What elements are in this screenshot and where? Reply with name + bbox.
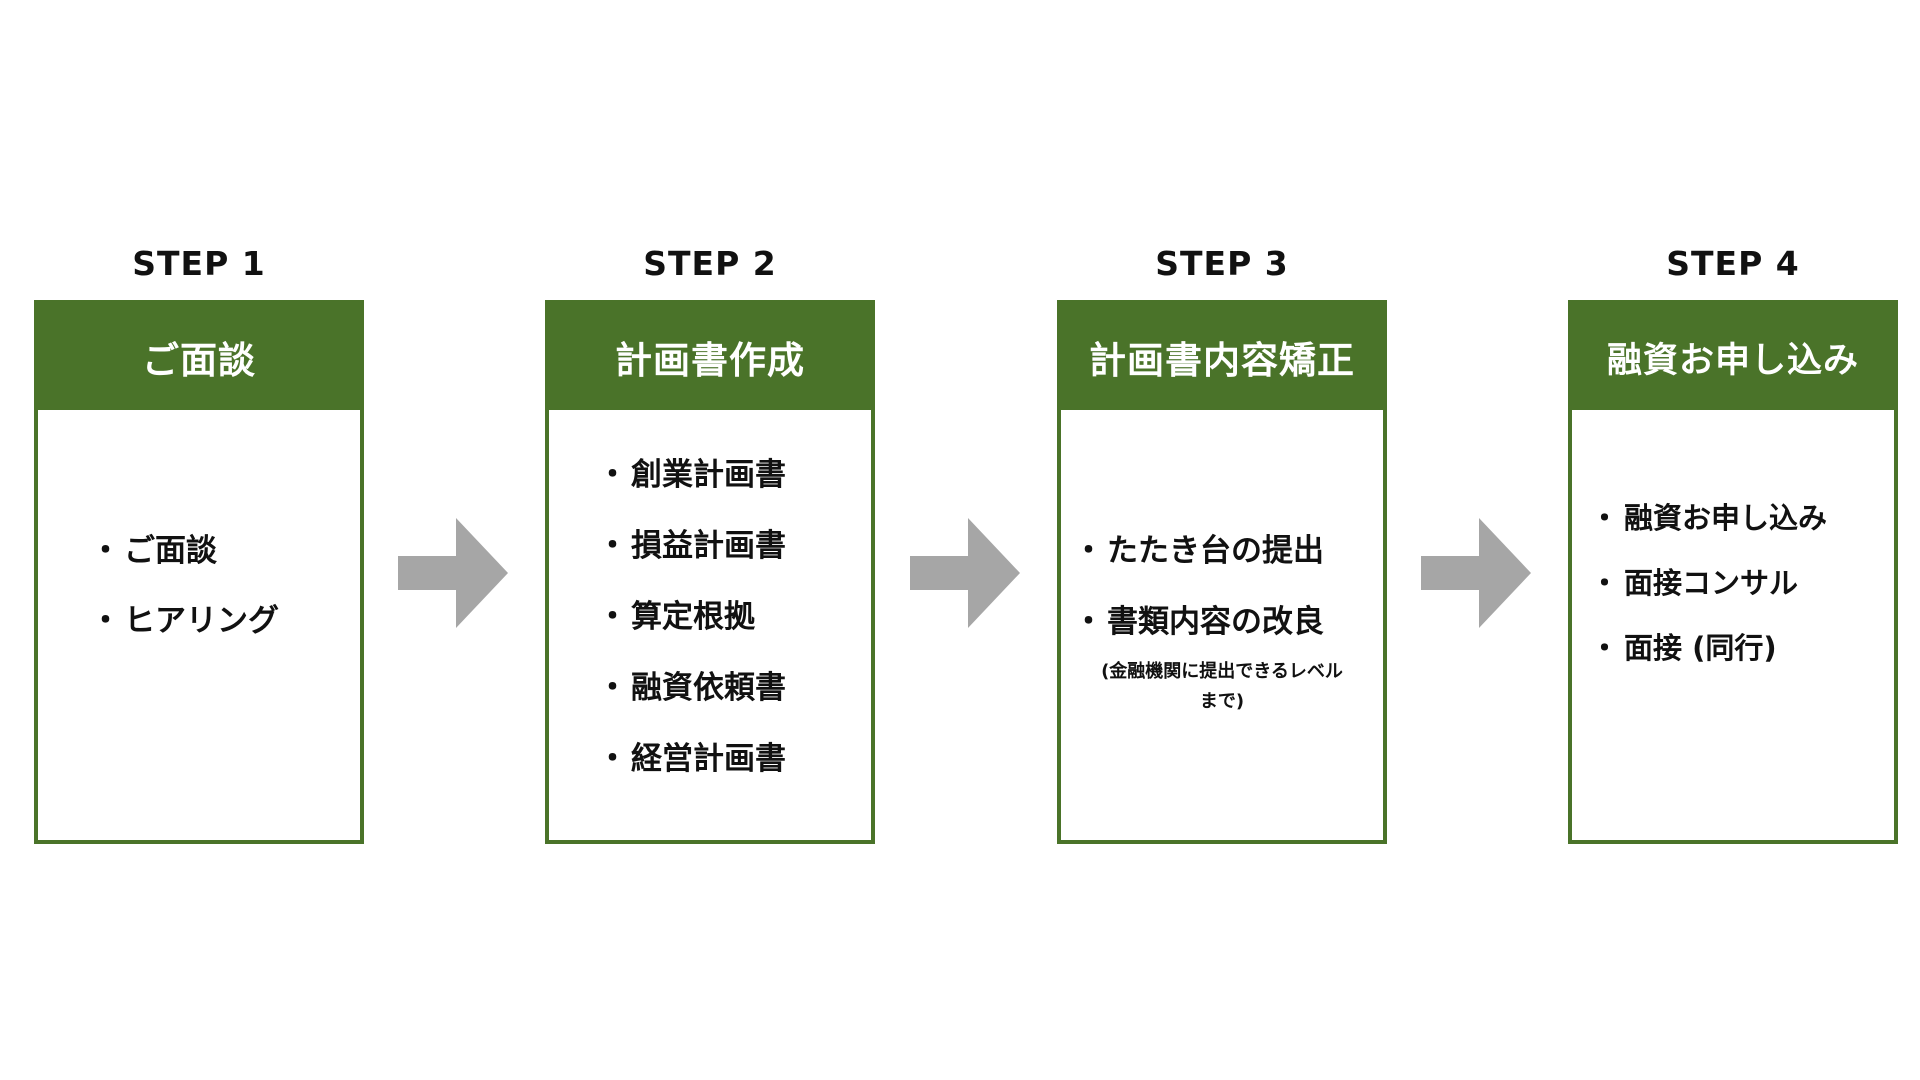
list-item: 融資お申し込み <box>1590 486 1827 551</box>
step-3-note-line-2: まで) <box>1199 691 1245 712</box>
step-2-label: STEP 2 <box>643 244 777 283</box>
list-item: 面接 (同行) <box>1590 616 1827 681</box>
list-item: 面接コンサル <box>1590 551 1827 616</box>
list-item: 損益計画書 <box>597 511 786 582</box>
step-2-title: 計画書作成 <box>549 304 871 410</box>
arrow-right-icon <box>910 518 1020 628</box>
list-item: 経営計画書 <box>597 724 786 795</box>
step-1-box: ご面談 ご面談 ヒアリング <box>34 300 364 844</box>
step-4-list: 融資お申し込み 面接コンサル 面接 (同行) <box>1590 486 1827 681</box>
list-item: たたき台の提出 <box>1073 516 1324 587</box>
arrow-right-icon <box>398 518 508 628</box>
step-3-note: (金融機関に提出できるレベル まで) <box>1061 657 1383 717</box>
list-item: 融資依頼書 <box>597 653 786 724</box>
step-2-list: 創業計画書 損益計画書 算定根拠 融資依頼書 経営計画書 <box>597 440 786 795</box>
step-4-label: STEP 4 <box>1666 244 1800 283</box>
step-3-box: 計画書内容矯正 たたき台の提出 書類内容の改良 (金融機関に提出できるレベル ま… <box>1057 300 1387 844</box>
step-4-body: 融資お申し込み 面接コンサル 面接 (同行) <box>1572 410 1894 840</box>
list-item: 創業計画書 <box>597 440 786 511</box>
list-item: 書類内容の改良 <box>1073 587 1324 658</box>
list-item: 算定根拠 <box>597 582 786 653</box>
step-1-title: ご面談 <box>38 304 360 410</box>
step-3-list: たたき台の提出 書類内容の改良 <box>1073 516 1324 658</box>
step-1-body: ご面談 ヒアリング <box>38 410 360 840</box>
step-1-list: ご面談 ヒアリング <box>90 516 279 656</box>
step-4-box: 融資お申し込み 融資お申し込み 面接コンサル 面接 (同行) <box>1568 300 1898 844</box>
step-2-body: 創業計画書 損益計画書 算定根拠 融資依頼書 経営計画書 <box>549 410 871 840</box>
step-3-note-line-1: (金融機関に提出できるレベル <box>1101 661 1343 682</box>
arrow-right-icon <box>1421 518 1531 628</box>
list-item: ご面談 <box>90 516 279 586</box>
step-2-box: 計画書作成 創業計画書 損益計画書 算定根拠 融資依頼書 経営計画書 <box>545 300 875 844</box>
step-3-label: STEP 3 <box>1155 244 1289 283</box>
list-item: ヒアリング <box>90 586 279 656</box>
step-4-title: 融資お申し込み <box>1572 304 1894 410</box>
step-1-label: STEP 1 <box>132 244 266 283</box>
step-3-body: たたき台の提出 書類内容の改良 (金融機関に提出できるレベル まで) <box>1061 410 1383 840</box>
step-3-title: 計画書内容矯正 <box>1061 304 1383 410</box>
